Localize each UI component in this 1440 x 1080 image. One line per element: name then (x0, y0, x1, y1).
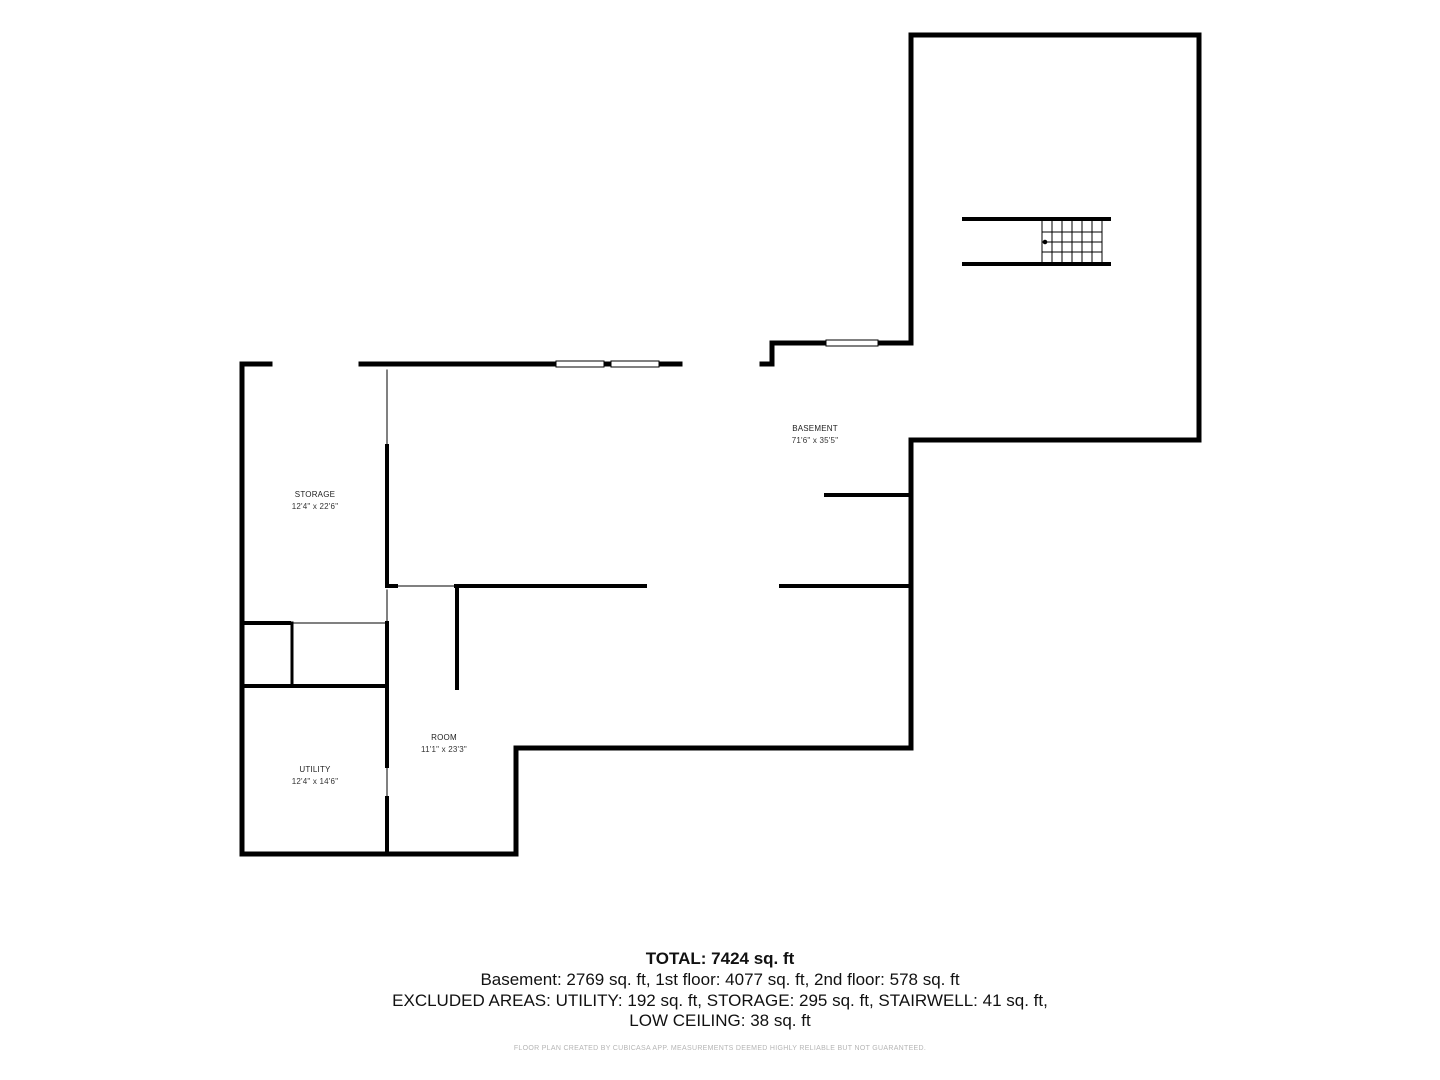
room-label-basement: BASEMENT 71'6" x 35'5" (792, 423, 838, 447)
window-annex (825, 339, 879, 347)
total-area: TOTAL: 7424 sq. ft (645, 949, 795, 968)
stair-treads (1041, 221, 1103, 262)
floor-plan (239, 32, 1202, 857)
interior-walls (242, 369, 911, 854)
room-label-room: ROOM 11'1" x 23'3" (421, 732, 467, 756)
room-label-utility: UTILITY 12'4" x 14'6" (292, 764, 338, 788)
room-label-storage: STORAGE 12'4" x 22'6" (292, 489, 338, 513)
room-name: STORAGE (294, 490, 336, 499)
room-name: UTILITY (299, 765, 331, 774)
stair-direction-dot (1042, 239, 1048, 245)
floor-areas: Basement: 2769 sq. ft, 1st floor: 4077 s… (480, 970, 960, 989)
room-dimensions: 12'4" x 14'6" (291, 777, 339, 786)
room-name: ROOM (431, 733, 457, 742)
windows (555, 339, 879, 368)
window-top-1 (555, 360, 605, 368)
room-name: BASEMENT (792, 424, 838, 433)
area-summary: TOTAL: 7424 sq. ft Basement: 2769 sq. ft… (0, 948, 1440, 1032)
room-dimensions: 71'6" x 35'5" (791, 436, 839, 445)
disclaimer-text: FLOOR PLAN CREATED BY CUBICASA APP. MEAS… (513, 1045, 927, 1052)
room-dimensions: 12'4" x 22'6" (291, 502, 339, 511)
window-top-2 (610, 360, 660, 368)
low-ceiling-area: LOW CEILING: 38 sq. ft (629, 1011, 811, 1030)
stairwell (962, 217, 1111, 266)
excluded-areas: EXCLUDED AREAS: UTILITY: 192 sq. ft, STO… (392, 990, 1048, 1010)
room-dimensions: 11'1" x 23'3" (421, 745, 467, 754)
